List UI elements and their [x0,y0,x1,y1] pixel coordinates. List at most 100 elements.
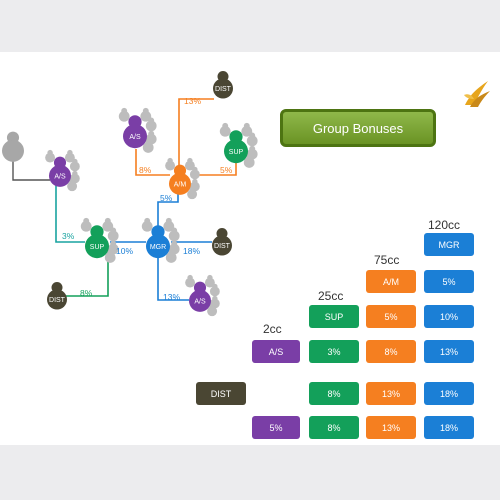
node-label: DIST [49,297,66,304]
node-label: A/M [174,182,187,189]
cell-am-5: 5% [366,305,416,328]
node-mgr: MGR [141,217,180,263]
connection-label: 8% [80,288,93,298]
team-member-body [168,230,180,242]
cell-am-13b: 13% [366,416,416,439]
node-as-top: A/S [118,107,157,153]
team-member-body [241,125,253,137]
node-dist-right: DIST [212,228,232,256]
cell-as: A/S [252,340,300,363]
cell-mgr-13: 13% [424,340,474,363]
team-member-body [107,230,119,242]
node-sup-center: SUP [80,217,119,263]
connection-label: 5% [220,165,233,175]
team-member-body [243,157,255,168]
person-icon-body [47,289,67,310]
connection-lines [12,98,237,301]
cell-mgr-18a: 18% [424,382,474,405]
column-header-25cc: 25cc [318,289,344,303]
connection-line [135,149,170,176]
node-label: SUP [229,149,244,156]
team-member-body [80,220,92,232]
node-label: A/S [129,134,141,141]
cell-mgr-18b: 18% [424,416,474,439]
team-member-body [185,277,196,288]
team-member-body [219,125,231,137]
node-as-bottom: A/S [185,274,220,317]
team-member-body [45,152,56,163]
team-member-body [246,135,258,147]
node-dist-bottom: DIST [47,282,67,310]
cell-am-8: 8% [366,340,416,363]
column-header-75cc: 75cc [374,253,400,267]
team-member-body [204,277,215,288]
team-member-body [207,306,218,317]
connection-line [157,192,179,230]
team-member-body [184,160,195,171]
node-label: SUP [90,244,105,251]
cell-dist: DIST [196,382,246,405]
node-customer [2,131,24,162]
connection-line [157,254,189,301]
connection-line [12,159,50,181]
slide: A/S A/S DIST A/M SUP SUP MGR DIST DIST A/S 13% 8% 5… [0,52,500,445]
team-member-body [142,142,154,153]
connection-label: 3% [62,231,75,241]
column-header-2cc: 2cc [263,322,282,336]
cell-sup: SUP [309,305,359,328]
forever-aloe-logo-icon [464,81,490,107]
connection-labels: 13%8%5%5%3%10%18%8%13% [62,96,233,302]
group-bonuses-button[interactable]: Group Bonuses [280,109,436,147]
team-member-body [64,152,75,163]
node-label: MGR [150,244,166,251]
team-member-body [104,252,116,263]
connection-line [178,98,214,169]
node-label: A/S [194,299,206,306]
connection-line [55,183,85,243]
team-member-body [189,169,200,180]
cell-sup-8b: 8% [309,416,359,439]
person-icon-body [212,235,232,256]
cell-sup-8a: 8% [309,382,359,405]
team-member-body [165,252,177,263]
person-icon-body [49,164,71,187]
person-icon-body [213,78,233,99]
node-sup-right: SUP [219,122,258,168]
team-member-body [209,286,220,297]
team-member-body [67,181,78,192]
cell-am-13a: 13% [366,382,416,405]
person-icon-body [189,289,211,312]
team-member-body [145,120,157,132]
column-header-120cc: 120cc [428,218,461,232]
team-member-body [118,110,130,122]
person-icon-body [146,234,170,259]
node-am: A/M [165,157,200,200]
connection-line [66,252,109,297]
connection-label: 13% [163,292,180,302]
network-nodes: A/S A/S DIST A/M SUP SUP MGR DIST DIST A/S [2,71,258,317]
connection-label: 8% [139,165,152,175]
cell-as-5: 5% [252,416,300,439]
cell-mgr-10: 10% [424,305,474,328]
cell-am: A/M [366,270,416,293]
connection-label: 10% [116,246,133,256]
connection-label: 13% [184,96,201,106]
connection-label: 5% [160,193,173,203]
person-icon-body [224,139,248,164]
team-member-body [102,220,114,232]
node-label: DIST [214,243,231,250]
team-member-body [140,110,152,122]
person-icon-body [123,124,147,149]
connection-line [192,160,237,176]
node-as-left: A/S [45,149,80,192]
team-member-body [163,220,175,232]
node-label: DIST [215,86,232,93]
node-label: A/S [54,174,66,181]
team-member-body [141,220,153,232]
team-member-body [187,189,198,200]
cell-mgr-5: 5% [424,270,474,293]
node-dist-top: DIST [213,71,233,99]
person-icon-body [85,234,109,259]
team-member-body [165,160,176,171]
team-member-body [69,161,80,172]
